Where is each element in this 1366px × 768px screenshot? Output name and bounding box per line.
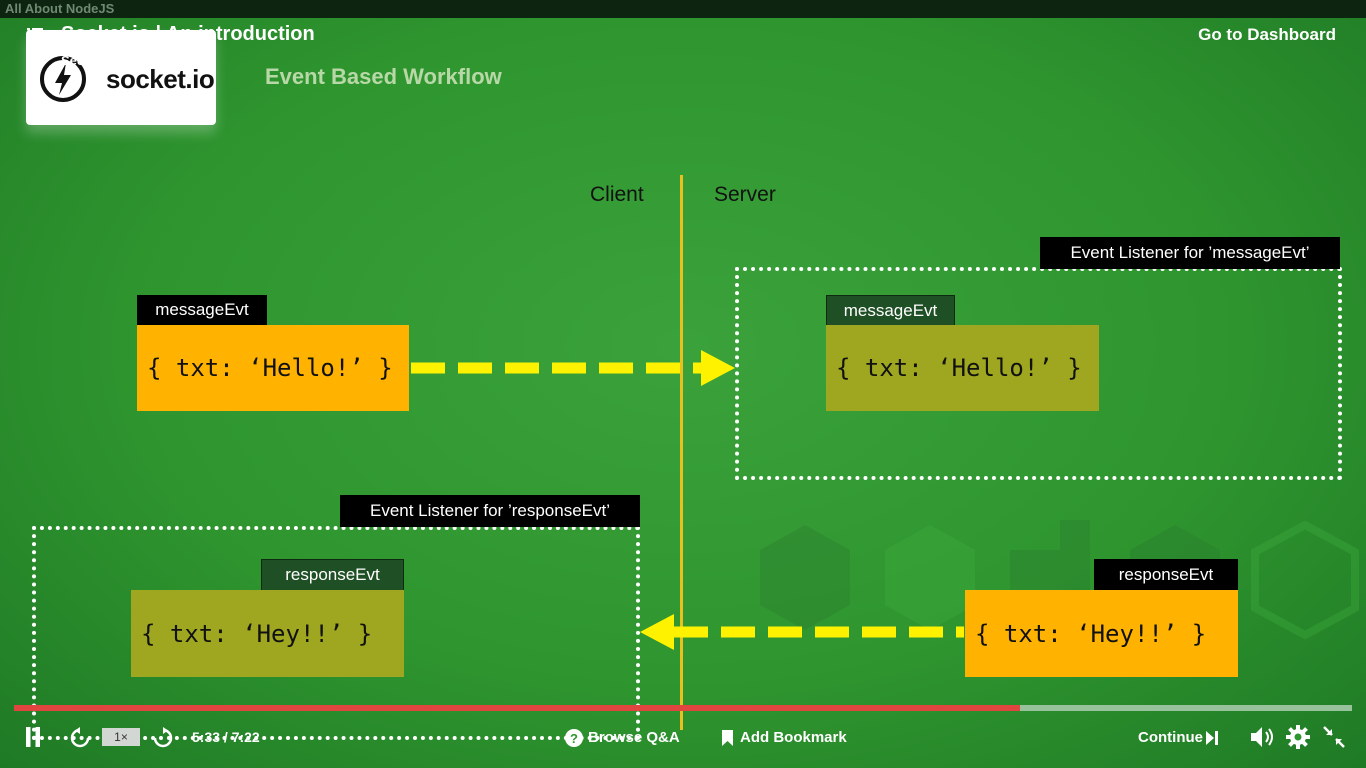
- window-title: All About NodeJS: [5, 1, 115, 16]
- socketio-bolt-icon: [40, 56, 86, 102]
- volume-icon[interactable]: [1251, 726, 1275, 748]
- section-lecture-label: Section 6, Lecture 61: [61, 53, 192, 68]
- response-event-tag-server: responseEvt: [1094, 559, 1238, 591]
- exit-fullscreen-icon[interactable]: [1323, 726, 1345, 748]
- pause-icon[interactable]: [26, 727, 40, 747]
- client-server-divider: [680, 175, 683, 730]
- server-label: Server: [714, 183, 776, 206]
- emit-arrow-right-icon: [411, 350, 735, 386]
- svg-text:?: ?: [570, 731, 578, 746]
- response-event-tag-client: responseEvt: [261, 559, 404, 591]
- forward-icon[interactable]: [152, 727, 174, 749]
- message-payload-server: { txt: ‘Hello!’ }: [826, 325, 1099, 411]
- add-bookmark-button[interactable]: Add Bookmark: [740, 729, 847, 746]
- question-icon[interactable]: ?: [565, 729, 583, 747]
- response-payload-client: { txt: ‘Hey!!’ }: [131, 590, 404, 677]
- time-display: 5:33 / 7:22: [192, 729, 260, 745]
- message-payload-client: { txt: ‘Hello!’ }: [137, 325, 409, 411]
- continue-button[interactable]: Continue: [1138, 729, 1203, 746]
- skip-next-icon[interactable]: [1206, 731, 1218, 745]
- response-listener-box: [32, 526, 640, 740]
- message-listener-box: [735, 267, 1342, 480]
- window-title-bar: All About NodeJS: [0, 0, 1366, 18]
- settings-gear-icon[interactable]: [1286, 725, 1310, 749]
- browse-qa-button[interactable]: Browse Q&A: [588, 729, 680, 746]
- message-listener-label: Event Listener for ’messageEvt’: [1040, 237, 1340, 269]
- lecture-title: Socket.io | An introduction: [61, 23, 315, 45]
- logo-text: socket.io: [106, 64, 215, 94]
- emit-arrow-left-icon: [640, 614, 964, 650]
- progress-bar-played[interactable]: [14, 705, 1021, 711]
- message-event-tag-client: messageEvt: [137, 295, 267, 325]
- slide-title: Event Based Workflow: [265, 64, 502, 89]
- bookmark-icon[interactable]: [722, 730, 733, 746]
- curriculum-menu-icon[interactable]: [27, 27, 43, 43]
- rewind-icon[interactable]: [69, 727, 91, 749]
- response-listener-label: Event Listener for ’responseEvt’: [340, 495, 640, 527]
- message-event-tag-server: messageEvt: [826, 295, 955, 326]
- playback-speed-button[interactable]: 1×: [102, 728, 140, 746]
- go-to-dashboard-link[interactable]: Go to Dashboard: [1198, 25, 1336, 44]
- client-label: Client: [590, 183, 644, 206]
- response-payload-server: { txt: ‘Hey!!’ }: [965, 590, 1238, 677]
- socketio-logo: socket.io: [26, 30, 216, 125]
